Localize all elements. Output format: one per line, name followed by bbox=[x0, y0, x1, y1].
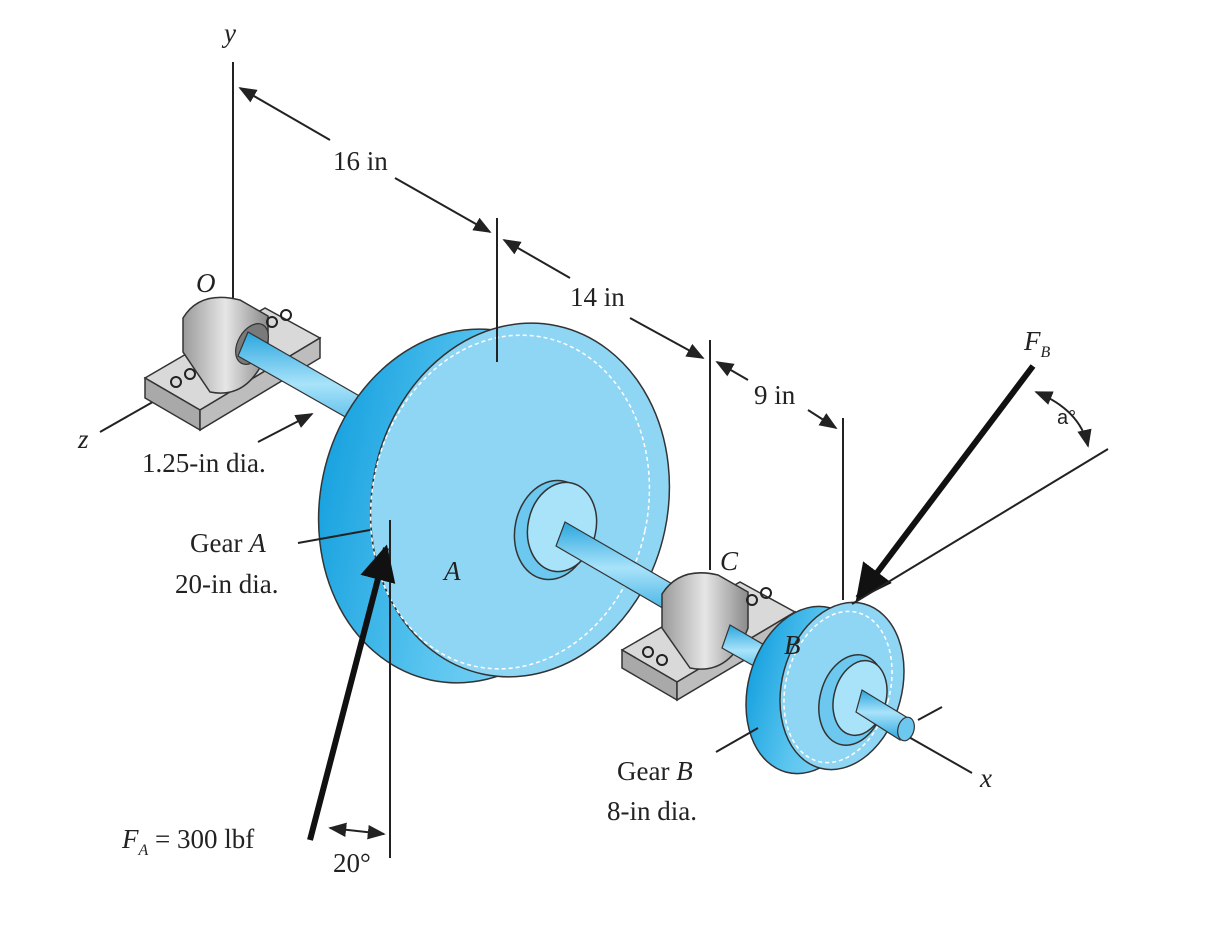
gear-a-face-label: A bbox=[442, 556, 461, 586]
shaft-diameter-label: 1.25-in dia. bbox=[142, 448, 266, 478]
z-axis-label: z bbox=[77, 424, 89, 454]
y-axis-label: y bbox=[221, 18, 236, 48]
origin-label: O bbox=[196, 268, 216, 298]
gear-a-diameter-label: 20-in dia. bbox=[175, 569, 278, 599]
dimension-14in-label: 14 in bbox=[570, 282, 625, 312]
gear-b-diameter-label: 8-in dia. bbox=[607, 796, 697, 826]
dimension-9in-label: 9 in bbox=[754, 380, 796, 410]
force-b-label: FB bbox=[1023, 326, 1051, 361]
force-a-arrow bbox=[307, 544, 396, 841]
bearing-c-label: C bbox=[720, 546, 739, 576]
gear-b bbox=[745, 601, 915, 775]
angle-20-label: 20° bbox=[333, 848, 371, 878]
gear-b-face-label: B bbox=[784, 630, 801, 660]
force-b-arrow bbox=[855, 364, 1036, 601]
leader-lines bbox=[257, 413, 759, 753]
dimension-16in-label: 16 in bbox=[333, 146, 388, 176]
force-a-label: FA = 300 lbf bbox=[121, 824, 254, 859]
gear-b-label: Gear B bbox=[617, 756, 693, 786]
dimension-9in-line bbox=[715, 361, 838, 429]
x-axis-label: x bbox=[979, 763, 992, 793]
angle-20-dimension bbox=[328, 822, 386, 840]
x-axis bbox=[899, 706, 973, 774]
force-b-reference-line bbox=[851, 448, 1109, 605]
angle-a-label: a° bbox=[1057, 407, 1076, 429]
dimension-16in-line bbox=[238, 87, 492, 233]
gear-a bbox=[317, 322, 671, 684]
angle-a-dimension bbox=[1034, 391, 1092, 448]
gear-a-label: Gear A bbox=[190, 528, 266, 558]
dimension-14in-line bbox=[502, 239, 705, 359]
